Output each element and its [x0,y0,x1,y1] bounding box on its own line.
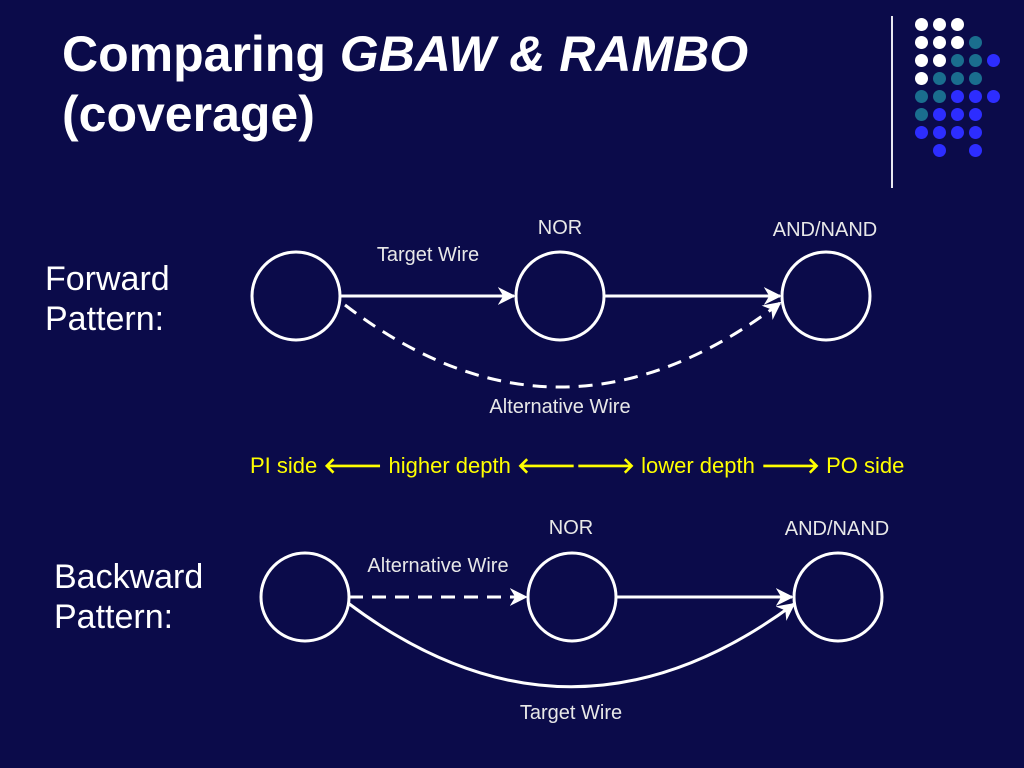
dot [969,36,982,49]
dot [987,54,1000,67]
dot [951,36,964,49]
dot [915,54,928,67]
dot [951,72,964,85]
forward-source-gate [250,250,342,342]
forward-alternative-wire-label: Alternative Wire [489,396,630,418]
dot [915,18,928,31]
title-line2: (coverage) [62,86,315,142]
slide-title: Comparing GBAW & RAMBO (coverage) [62,24,748,144]
po-side-text: PO side [826,453,905,478]
arrow-right-icon: 🡒 [760,453,820,478]
title-prefix: Comparing [62,26,340,82]
pi-side-text: PI side [250,453,318,478]
dot [969,72,982,85]
forward-label-line1: Forward [45,260,170,298]
forward-diagram: Target Wire NOR AND/NAND Alternative Wir… [250,217,877,418]
backward-and-label: AND/NAND [785,518,889,540]
dot [969,144,982,157]
forward-pattern-label: Forward Pattern: [45,259,170,339]
dot [933,108,946,121]
dot [915,36,928,49]
backward-label-line1: Backward [54,558,204,596]
backward-source-gate [259,551,351,643]
backward-label-line2: Pattern: [54,598,174,636]
dot [969,108,982,121]
backward-alternative-wire-label: Alternative Wire [367,555,508,577]
depth-legend: PI side 🡐 higher depth 🡐🡒 lower depth 🡒 … [250,453,904,479]
dot [933,36,946,49]
backward-target-wire-label: Target Wire [520,702,622,724]
dot [915,108,928,121]
dot [951,126,964,139]
decorative-divider [891,16,893,188]
forward-nor-gate [514,250,606,342]
dot [933,144,946,157]
dot [969,90,982,103]
dot [951,108,964,121]
backward-nor-gate [526,551,618,643]
higher-depth-text: higher depth [388,453,511,478]
forward-and-label: AND/NAND [773,219,877,241]
dot [951,18,964,31]
dot [969,126,982,139]
dot [915,72,928,85]
forward-nor-label: NOR [538,217,582,239]
dot [933,18,946,31]
forward-and-gate [780,250,872,342]
dot [933,90,946,103]
decorative-dot-grid [903,9,1013,169]
dot [915,126,928,139]
backward-diagram: Alternative Wire NOR AND/NAND Target Wir… [259,517,889,724]
dot [915,90,928,103]
dot [969,54,982,67]
forward-alternative-wire [344,301,782,389]
title-italic: GBAW & RAMBO [339,26,749,82]
dot [951,54,964,67]
dot [951,90,964,103]
forward-label-line2: Pattern: [45,300,165,338]
backward-nor-label: NOR [549,517,593,539]
dot [987,90,1000,103]
dot [933,126,946,139]
backward-target-wire [347,601,796,689]
backward-pattern-label: Backward Pattern: [54,557,203,637]
arrow-both-icon: 🡐🡒 [516,453,635,478]
lower-depth-text: lower depth [641,453,755,478]
backward-and-gate [792,551,884,643]
forward-target-wire-label: Target Wire [377,244,479,266]
dot [933,72,946,85]
arrow-left-icon: 🡐 [323,453,383,478]
dot [933,54,946,67]
